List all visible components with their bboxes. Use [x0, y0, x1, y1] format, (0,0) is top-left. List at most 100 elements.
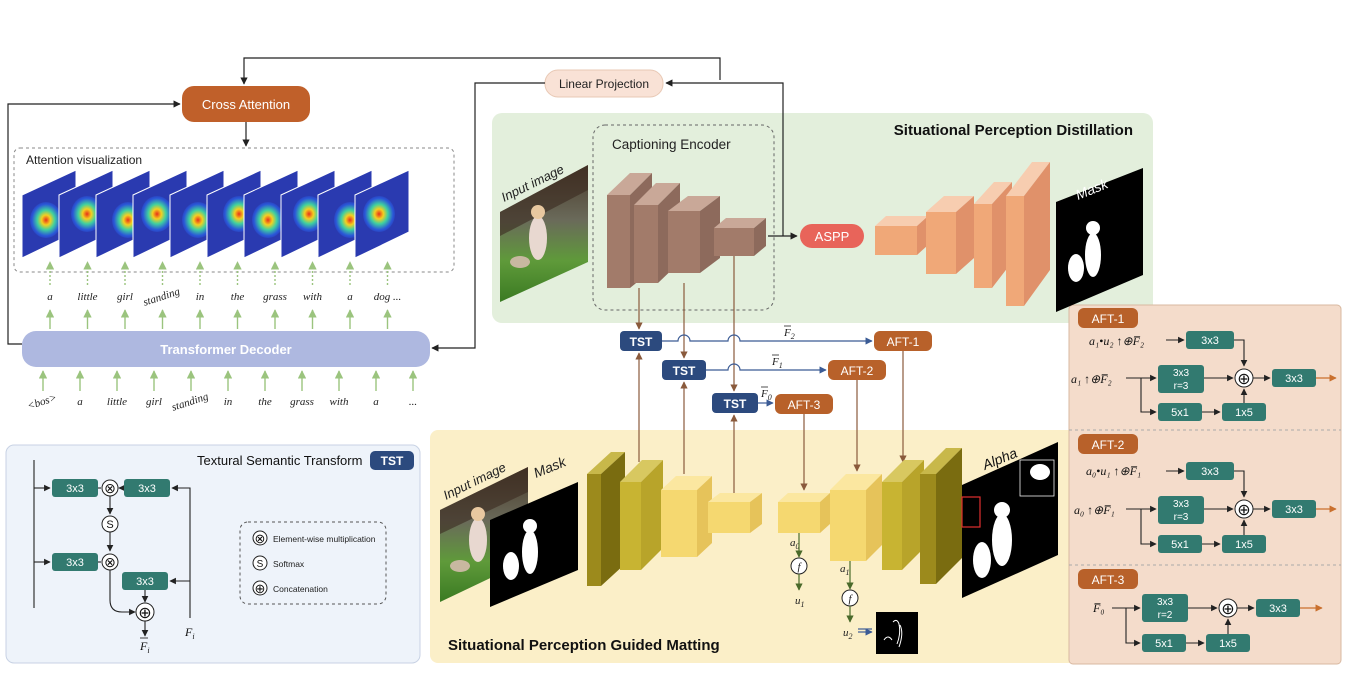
tst-legend-box: [239, 521, 387, 605]
u2-uncertainty-map: [876, 612, 918, 654]
matting-encoder-1: [587, 452, 625, 586]
tst-conv-1-label: 3x3: [66, 483, 84, 495]
aft1-conv-b-label-1: 3x3: [1173, 368, 1190, 379]
aft2-conv-d-label: 1x5: [1235, 539, 1253, 551]
u1-label: u1: [795, 595, 805, 609]
matting-decoder-2: [830, 474, 882, 561]
matting-decoder-3: [882, 460, 924, 570]
tst-conv-4: [122, 572, 168, 590]
input-token: <bos>: [26, 392, 58, 413]
input-token: in: [224, 396, 233, 408]
matting-encoder-4: [708, 493, 762, 533]
decoder-block-1: [875, 216, 928, 255]
aft2-eq-top: a₀•u₁ ↑⊕F̅₁: [1086, 464, 1141, 478]
aft3-eq: F̅₀: [1092, 601, 1105, 615]
matting-decoder-1: [778, 493, 830, 533]
caption-word: grass: [263, 291, 287, 303]
aft3-conv-b-label-2: r=2: [1158, 610, 1173, 621]
aft2-conv-b: [1158, 496, 1204, 524]
tst-conv-3: [52, 553, 98, 571]
aft1-conv-a-label: 3x3: [1201, 335, 1219, 347]
attention-visualization-label: Attention visualization: [26, 153, 142, 167]
caption-word: in: [196, 291, 205, 303]
input-token: the: [258, 396, 272, 408]
aft-2-label: AFT-2: [841, 364, 874, 378]
aft1-concat-symbol: ⊕: [1237, 371, 1250, 388]
caption-word: girl: [117, 291, 133, 303]
aft2-conv-out: [1272, 500, 1316, 518]
cross-attention-block: [182, 86, 310, 122]
aft2-conv-out-label: 3x3: [1285, 504, 1303, 516]
aft2-eq-bottom: a₀ ↑⊕F̅₁: [1074, 503, 1115, 517]
tst-panel-badge: [370, 451, 414, 470]
attention-visualization-box: [13, 147, 455, 273]
aspp-block: [800, 224, 864, 248]
aft3-conv-b: [1142, 594, 1188, 622]
tst-f-in: Fi: [184, 625, 195, 641]
legend-mult-symbol: ⊗: [255, 531, 266, 546]
aft-2-block: [828, 360, 886, 380]
input-token: girl: [146, 396, 162, 408]
tst-concat-symbol: ⊕: [138, 605, 151, 622]
matting-encoder-3: [661, 476, 712, 557]
aft-3-block: [775, 394, 833, 414]
f2-bar-label: F2: [783, 327, 795, 341]
a1-label: a1: [840, 563, 850, 577]
attention-heatmaps: [21, 169, 410, 259]
aft1-conv-b-label-2: r=3: [1174, 381, 1189, 392]
input-token: standing: [170, 390, 210, 413]
legend-concat-label: Concatenation: [273, 584, 328, 594]
legend-softmax-icon: [252, 555, 268, 571]
aft1-conv-c: [1158, 403, 1202, 421]
matting-encoder-2: [620, 460, 663, 570]
aft3-concat-symbol: ⊕: [1221, 601, 1234, 618]
input-token: with: [330, 396, 349, 408]
matting-decoder-4: [920, 448, 962, 584]
aft1-panel-title: AFT-1: [1092, 312, 1125, 326]
tst-panel-badge-label: TST: [381, 454, 404, 468]
legend-concat-icon: [252, 580, 268, 596]
matting-title: Situational Perception Guided Matting: [448, 637, 720, 654]
caption-word: a: [47, 291, 53, 303]
aft-1-label: AFT-1: [887, 335, 920, 349]
legend-softmax-symbol: S: [257, 559, 264, 570]
input-token: grass: [290, 396, 314, 408]
aft3-conv-out-label: 3x3: [1269, 603, 1287, 615]
u2-label: u2: [843, 627, 853, 641]
aspp-label: ASPP: [815, 229, 850, 244]
caption-word: the: [231, 291, 245, 303]
f1-bar-label: F1: [771, 356, 783, 370]
aft2-conv-b-label-2: r=3: [1174, 512, 1189, 523]
tst-softmax-symbol: S: [106, 519, 113, 531]
legend-mult-icon: [252, 530, 268, 546]
aft2-panel-title: AFT-2: [1092, 438, 1125, 452]
alpha-output-image: [961, 442, 1058, 598]
input-token: little: [107, 396, 127, 408]
legend-softmax-label: Softmax: [273, 559, 305, 569]
tst-conv-1: [52, 479, 98, 497]
encoder-block-3: [668, 196, 720, 273]
tst-f-out: Fi: [139, 639, 150, 655]
attention-heatmap-tile: [354, 169, 410, 259]
transformer-decoder-label: Transformer Decoder: [160, 342, 292, 357]
aft1-eq-bottom: a₁ ↑⊕F̅₂: [1071, 372, 1112, 386]
aft1-panel-badge: [1078, 308, 1138, 328]
aft-1-block: [874, 331, 932, 351]
legend-concat-symbol: ⊕: [255, 581, 266, 596]
input-token: ...: [409, 396, 417, 408]
aft1-conv-out: [1272, 369, 1316, 387]
aft2-conv-a: [1186, 462, 1234, 480]
caption-word: little: [77, 291, 97, 303]
tst-block-2: [662, 360, 706, 380]
aft1-conv-d-label: 1x5: [1235, 407, 1253, 419]
encoder-block-4: [714, 218, 766, 256]
aft-3-label: AFT-3: [788, 398, 821, 412]
legend-mult-label: Element-wise multiplication: [273, 534, 376, 544]
aft3-panel-badge: [1078, 569, 1138, 589]
aft1-conv-out-label: 3x3: [1285, 373, 1303, 385]
tst-block-3: [712, 393, 758, 413]
caption-word: with: [303, 291, 322, 303]
a0-label: a0: [790, 537, 800, 551]
tst-1-label: TST: [630, 335, 653, 349]
